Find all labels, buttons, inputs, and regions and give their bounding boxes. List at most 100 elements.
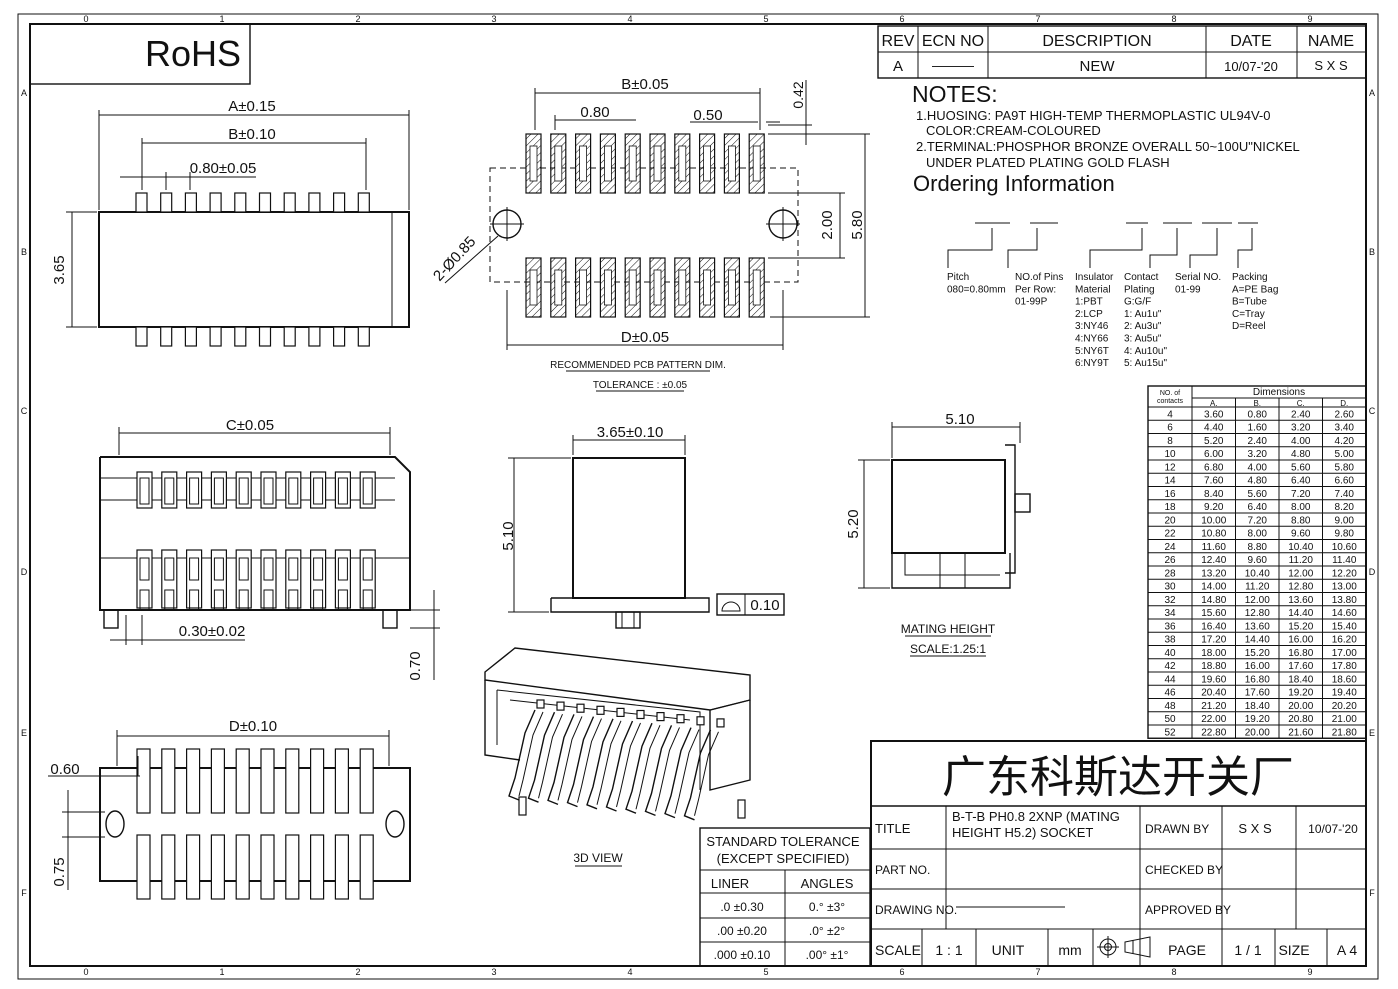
table-cell: 42 [1164,661,1176,672]
ordering-text: 2: Au3u" [1124,321,1162,332]
table-cell: 6 [1167,423,1173,434]
table-cell: 34 [1164,608,1176,619]
terminal [334,834,349,900]
drawing-no-label: DRAWING NO. [875,903,957,917]
table-cell: 4 [1167,409,1173,420]
rev-value: A [893,58,903,75]
table-cell: 5.60 [1248,489,1268,500]
pin [209,326,222,347]
iso-terminal [527,711,556,803]
pin [209,192,222,213]
table-cell: 4.00 [1248,462,1268,473]
ecn-value: ——— [932,57,974,73]
table-cell: 10.80 [1201,529,1226,540]
table-cell: 5.80 [1335,462,1355,473]
table-cell: 13.60 [1288,595,1313,606]
date-value: 10/07-'20 [1224,59,1278,74]
scale-value: 1 : 1 [935,942,962,958]
pin [160,326,173,347]
pin [135,192,148,213]
table-cell: 5.00 [1335,449,1355,460]
table-cell: 9.20 [1204,502,1224,513]
table-cell: 19.40 [1332,688,1357,699]
ordering-text: 080=0.80mm [947,284,1006,295]
table-cell: 13.00 [1332,582,1357,593]
bottom-view: D±0.10 0.60 0.75 [48,718,411,900]
pcb-pad-window [703,269,711,306]
terminal-slot [263,557,274,581]
pin [308,326,321,347]
drawn-date: 10/07-'20 [1308,822,1358,836]
table-cell: 13.80 [1332,595,1357,606]
pin [160,192,173,213]
bottom-075-label: 0.75 [51,857,68,886]
grid-row-label: D [21,567,28,577]
pcb-pattern-view: B±0.05 0.80 0.50 0.42 2.00 5.80 2-Ø0.85 … [430,76,870,392]
table-cell: 21.80 [1332,727,1357,738]
table-cell: 9.00 [1335,515,1355,526]
pin [184,326,197,347]
top-view-pins [135,192,370,347]
mating-title: MATING HEIGHT [901,622,996,636]
iso-upper-contact [596,705,605,715]
pcb-pad-window [628,269,637,306]
iso-upper-contact [556,701,565,711]
pin [234,326,247,347]
table-header: B. [1253,399,1261,408]
table-cell: 9.60 [1248,555,1268,566]
tolerance-subtitle: (EXCEPT SPECIFIED) [717,851,850,866]
grid-col-label: 9 [1307,967,1312,977]
table-cell: 16.80 [1245,674,1270,685]
iso-terminal [644,725,673,817]
table-cell: 22 [1164,529,1176,540]
table-cell: 12.20 [1332,568,1357,579]
table-cell: 24 [1164,542,1176,553]
liner-tol: .000 ±0.10 [714,948,771,962]
terminal-slot [213,477,224,505]
ordering-text: C=Tray [1232,309,1265,320]
pcb-pad-window [554,269,563,306]
pin [234,192,247,213]
table-cell: 7.20 [1248,515,1268,526]
ordering-text: D=Reel [1232,321,1266,332]
table-cell: 10.40 [1245,568,1270,579]
front-view-pins [136,471,376,611]
terminal [186,834,201,900]
terminal [136,549,153,609]
rohs-box: RoHS [29,23,251,85]
pcb-200-label: 2.00 [819,210,836,239]
note-line: COLOR:CREAM-COLOURED [926,123,1101,138]
terminal-slot [313,477,324,505]
terminal-slot [164,477,175,505]
table-cell: 14.60 [1332,608,1357,619]
table-cell: 18.40 [1288,674,1313,685]
table-header: Dimensions [1253,387,1305,398]
terminal [161,748,176,814]
pcb-pad-window [728,145,736,182]
isometric-view: 3D VIEW [484,647,751,867]
table-cell: 8.00 [1248,529,1268,540]
ordering-text: 01-99 [1175,284,1201,295]
terminal [359,834,374,900]
ordering-text: Plating [1124,284,1155,295]
ordering-text: NO.of Pins [1015,272,1063,283]
iso-terminal [508,709,536,801]
terminal [235,748,250,814]
table-cell: 19.60 [1201,674,1226,685]
grid-col-label: 3 [491,14,496,24]
bottom-view-pins [136,748,374,900]
grid-col-label: 9 [1307,14,1312,24]
rohs-label: RoHS [145,33,241,74]
note-line: 1.HUOSING: PA9T HIGH-TEMP THERMOPLASTIC … [916,108,1270,123]
page-label: PAGE [1168,942,1206,958]
pcb-pad-window [752,145,761,182]
table-cell: 18.40 [1245,701,1270,712]
iso-terminal [625,722,653,814]
iso-upper-contact [616,707,625,718]
table-header: D. [1340,399,1348,408]
pcb-pad-window [579,269,587,306]
terminal-slot [189,557,200,581]
note-line: 2.TERMINAL:PHOSPHOR BRONZE OVERALL 50~10… [916,139,1300,154]
table-cell: 15.40 [1332,621,1357,632]
iso-terminal-edge [577,718,602,803]
